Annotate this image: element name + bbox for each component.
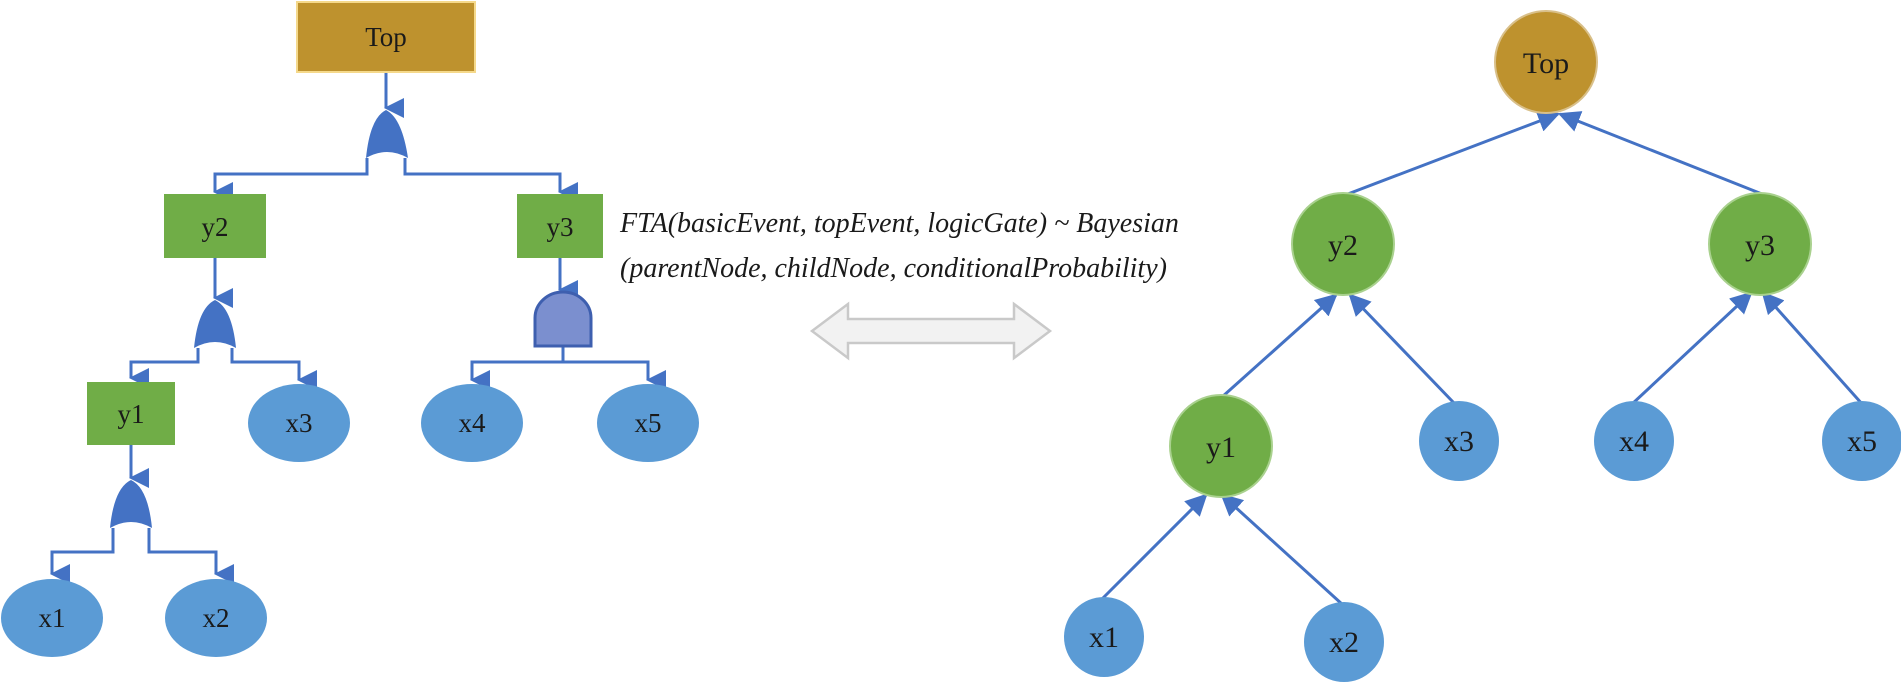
ft-node-x4: x4	[421, 384, 523, 462]
ft-or-gate-3	[110, 480, 152, 528]
bn-node-y3-label: y3	[1745, 229, 1775, 262]
ft-node-y3: y3	[517, 194, 603, 258]
bn-edge-y2-top	[1339, 110, 1561, 199]
ft-node-x4-label: x4	[459, 408, 487, 438]
bn-node-top: Top	[1494, 10, 1598, 114]
ft-edge-gate1-y2	[213, 158, 369, 202]
ft-node-x5-label: x5	[635, 408, 662, 438]
ft-node-x3-label: x3	[286, 408, 313, 438]
ft-node-y3-label: y3	[547, 212, 574, 242]
ft-node-x3: x3	[248, 384, 350, 462]
formula-line-1: FTA(basicEvent, topEvent, logicGate) ~ B…	[619, 208, 1179, 239]
bn-edge-x5-y3	[1761, 291, 1865, 406]
bn-node-x5-label: x5	[1847, 425, 1877, 458]
bn-node-x1-label: x1	[1089, 621, 1119, 654]
bn-node-x5: x5	[1822, 401, 1901, 481]
ft-and-gate	[533, 290, 593, 348]
bn-edge-x1-y1	[1096, 493, 1208, 605]
ft-edge-gate2-x3	[230, 348, 317, 390]
ft-node-x5: x5	[597, 384, 699, 462]
ft-node-y1: y1	[87, 382, 175, 445]
bn-node-y3: y3	[1708, 192, 1812, 296]
bayesian-network	[1096, 110, 1865, 607]
bn-node-x3-label: x3	[1444, 425, 1474, 458]
bn-edge-x4-y3	[1629, 291, 1753, 407]
ft-edge-gate3-x1	[50, 528, 115, 584]
bn-edge-x2-y1	[1220, 493, 1345, 607]
equivalence-double-arrow	[809, 301, 1053, 361]
bn-edge-x3-y2	[1348, 293, 1456, 405]
ft-or-gate-2	[194, 300, 236, 348]
ft-node-x1: x1	[1, 579, 103, 657]
ft-node-top: Top	[296, 1, 476, 73]
ft-edge-gate2-y1	[129, 348, 200, 388]
ft-edge-gate3-x2	[147, 528, 234, 584]
bn-node-x1: x1	[1064, 597, 1144, 677]
bn-node-x4: x4	[1594, 401, 1674, 481]
formula-line-2: (parentNode, childNode, conditionalProba…	[620, 253, 1167, 284]
ft-node-x1-label: x1	[39, 603, 66, 633]
bn-node-top-label: Top	[1523, 47, 1569, 80]
bn-node-x2-label: x2	[1329, 626, 1359, 659]
bn-node-y1-label: y1	[1206, 431, 1236, 464]
bn-node-y2: y2	[1291, 192, 1395, 296]
bn-node-y1: y1	[1169, 394, 1273, 498]
ft-node-top-label: Top	[365, 22, 407, 52]
bn-edge-y1-y2	[1220, 293, 1338, 399]
bn-node-x4-label: x4	[1619, 425, 1649, 458]
bn-node-y2-label: y2	[1328, 229, 1358, 262]
ft-edge-gate1-y3	[403, 158, 578, 202]
bn-edge-y3-top	[1557, 111, 1763, 196]
ft-node-y2-label: y2	[202, 212, 229, 242]
ft-node-x2: x2	[165, 579, 267, 657]
ft-or-gate-1	[366, 110, 408, 158]
ft-edge-andgate-x5	[563, 360, 666, 390]
ft-node-y1-label: y1	[118, 399, 145, 429]
bn-node-x2: x2	[1304, 602, 1384, 682]
ft-edge-andgate-x4	[470, 346, 565, 390]
ft-node-y2: y2	[164, 194, 266, 258]
bn-node-x3: x3	[1419, 401, 1499, 481]
ft-node-x2-label: x2	[203, 603, 230, 633]
fault-tree	[50, 72, 666, 584]
